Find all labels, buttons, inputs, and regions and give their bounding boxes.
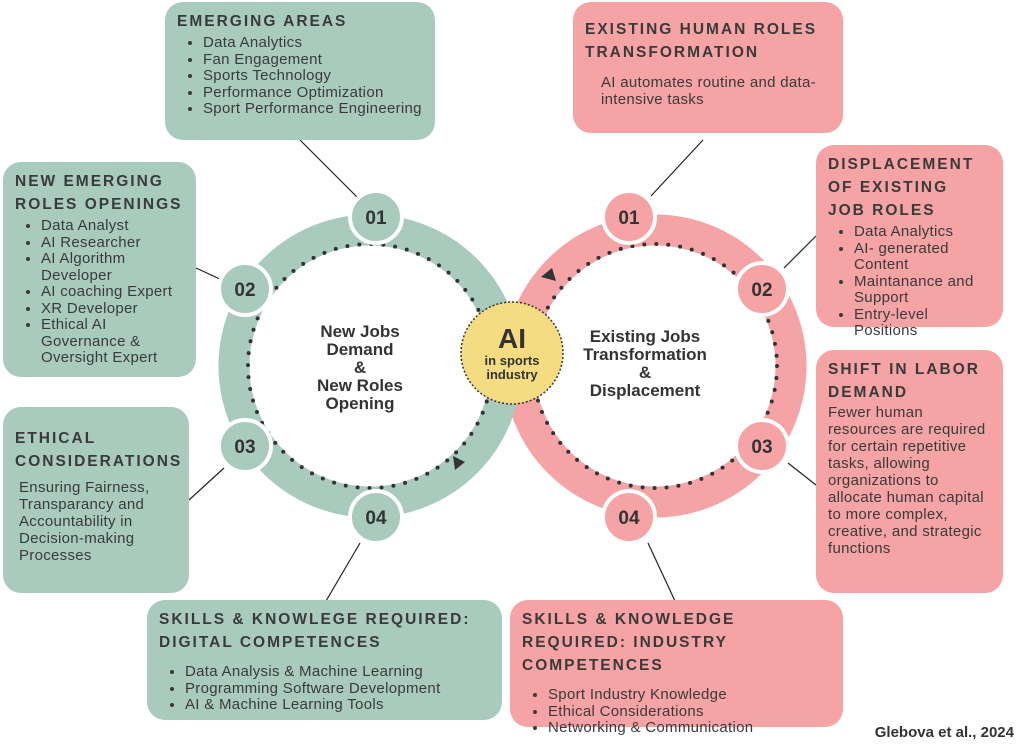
ethical-box: ETHICAL CONSIDERATIONS Ensuring Fairness…	[3, 407, 189, 593]
badge-number: 03	[751, 437, 772, 458]
box-text: Fewer human resources are required for c…	[828, 404, 986, 557]
connector-line	[787, 462, 817, 486]
label-line: Displacement	[589, 381, 701, 400]
list-item: Data Analysis & Machine Learning	[185, 663, 490, 681]
label-line: Existing Jobs	[589, 327, 701, 346]
connector-line	[647, 542, 676, 602]
left-arrow-icon	[453, 456, 465, 470]
list-item: AI- generated Content	[854, 240, 991, 274]
shift-labor-box: SHIFT IN LABOR DEMAND Fewer human resour…	[816, 350, 1003, 593]
badge-number: 04	[618, 508, 640, 529]
industry-competences-box: SKILLS & KNOWLEDGE REQUIRED: INDUSTRY CO…	[510, 600, 843, 736]
list-item: AI coaching Expert	[41, 283, 184, 301]
badge-number: 01	[365, 208, 387, 229]
ai-center-circle	[460, 301, 564, 405]
badge-circle	[601, 489, 657, 545]
left-badge-01: 01	[348, 189, 404, 245]
list-item: Ethical AI Governance & Oversight Expert	[41, 316, 184, 367]
badge-circle	[217, 261, 273, 317]
left-badge-04: 04	[348, 489, 404, 545]
connector-line	[783, 235, 817, 269]
list-item: Fan Engagement	[203, 51, 423, 69]
citation-credit: Glebova et al., 2024	[874, 724, 1014, 741]
left-circle-label: New Jobs Demand & New Roles Opening	[300, 323, 420, 413]
box-title: ETHICAL CONSIDERATIONS	[15, 430, 183, 470]
box-list: Sport Industry KnowledgeEthical Consider…	[522, 686, 831, 737]
list-item: AI Algorithm Developer	[41, 250, 184, 284]
list-item: Sport Industry Knowledge	[548, 686, 831, 704]
badge-number: 02	[751, 280, 772, 301]
badge-circle	[734, 418, 790, 474]
badge-circle	[348, 189, 404, 245]
right-badge-04: 04	[601, 489, 657, 545]
box-title: EXISTING HUMAN ROLES TRANSFORMATION	[585, 21, 818, 61]
box-list: Data AnalyticsFan EngagementSports Techn…	[177, 34, 423, 118]
label-line: Transformation	[583, 345, 707, 364]
list-item: Data Analyst	[41, 217, 184, 235]
new-roles-box: NEW EMERGING ROLES OPENINGS Data Analyst…	[3, 162, 196, 377]
badge-circle	[734, 261, 790, 317]
list-item: Networking & Communication	[548, 719, 831, 737]
connector-line	[188, 467, 225, 501]
badge-circle	[601, 189, 657, 245]
right-badge-03: 03	[734, 418, 790, 474]
badge-number: 03	[234, 437, 255, 458]
box-title: SHIFT IN LABOR DEMAND	[828, 361, 980, 401]
box-title: SKILLS & KNOWLEDGE REQUIRED: INDUSTRY CO…	[522, 611, 736, 674]
label-line: New Jobs	[320, 322, 400, 341]
label-line: &	[638, 363, 652, 382]
list-item: Maintanance and Support	[854, 273, 991, 307]
box-list: Data AnalyticsAI- generated ContentMaint…	[828, 223, 991, 340]
list-item: Sports Technology	[203, 67, 423, 85]
badge-number: 02	[234, 280, 255, 301]
list-item: Sport Performance Engineering	[203, 100, 423, 118]
box-text: AI automates routine and data-intensive …	[601, 74, 816, 108]
right-badge-02: 02	[734, 261, 790, 317]
list-item: Performance Optimization	[203, 84, 423, 102]
list-item: Data Analytics	[854, 223, 991, 241]
connector-line	[299, 139, 358, 198]
connector-line	[195, 267, 223, 281]
list-item: XR Developer	[41, 300, 184, 318]
transformation-box: EXISTING HUMAN ROLES TRANSFORMATION AI a…	[573, 2, 843, 133]
connector-lines	[188, 139, 817, 602]
left-badge-03: 03	[217, 418, 273, 474]
box-text: Ensuring Fairness, Transparancy and Acco…	[19, 479, 150, 564]
connector-line	[325, 542, 361, 602]
box-title: SKILLS & KNOWLEGE REQUIRED: DIGITAL COMP…	[159, 611, 471, 651]
box-list: Data Analysis & Machine LearningProgramm…	[159, 663, 490, 714]
box-title: NEW EMERGING ROLES OPENINGS	[15, 173, 183, 213]
badge-circle	[348, 489, 404, 545]
list-item: AI Researcher	[41, 234, 184, 252]
badge-circle	[217, 418, 273, 474]
list-item: Ethical Considerations	[548, 703, 831, 721]
box-title: DISPLACEMENT OF EXISTING JOB ROLES	[828, 156, 975, 219]
label-line: New Roles	[317, 376, 403, 395]
badge-number: 04	[365, 508, 387, 529]
list-item: Entry-level Positions	[854, 306, 991, 340]
label-line: Opening	[325, 394, 395, 413]
list-item: Data Analytics	[203, 34, 423, 52]
box-title: EMERGING AREAS	[177, 13, 348, 30]
right-badge-01: 01	[601, 189, 657, 245]
list-item: Programming Software Development	[185, 680, 490, 698]
ai-center-label: AI in sports industry	[462, 324, 562, 382]
box-list: Data AnalystAI ResearcherAI Algorithm De…	[15, 217, 184, 367]
ai-title: AI	[498, 323, 526, 354]
emerging-areas-box: EMERGING AREAS Data AnalyticsFan Engagem…	[165, 2, 435, 140]
list-item: AI & Machine Learning Tools	[185, 696, 490, 714]
displacement-box: DISPLACEMENT OF EXISTING JOB ROLES Data …	[816, 145, 1003, 339]
label-line: &	[353, 358, 367, 377]
badge-number: 01	[618, 208, 640, 229]
connector-line	[650, 139, 704, 197]
left-badge-02: 02	[217, 261, 273, 317]
digital-competences-box: SKILLS & KNOWLEGE REQUIRED: DIGITAL COMP…	[147, 600, 502, 720]
right-circle-label: Existing Jobs Transformation & Displacem…	[565, 328, 725, 400]
label-line: Demand	[326, 340, 394, 359]
right-arrow-icon	[541, 268, 556, 281]
ai-subtitle: in sports industry	[484, 353, 540, 382]
